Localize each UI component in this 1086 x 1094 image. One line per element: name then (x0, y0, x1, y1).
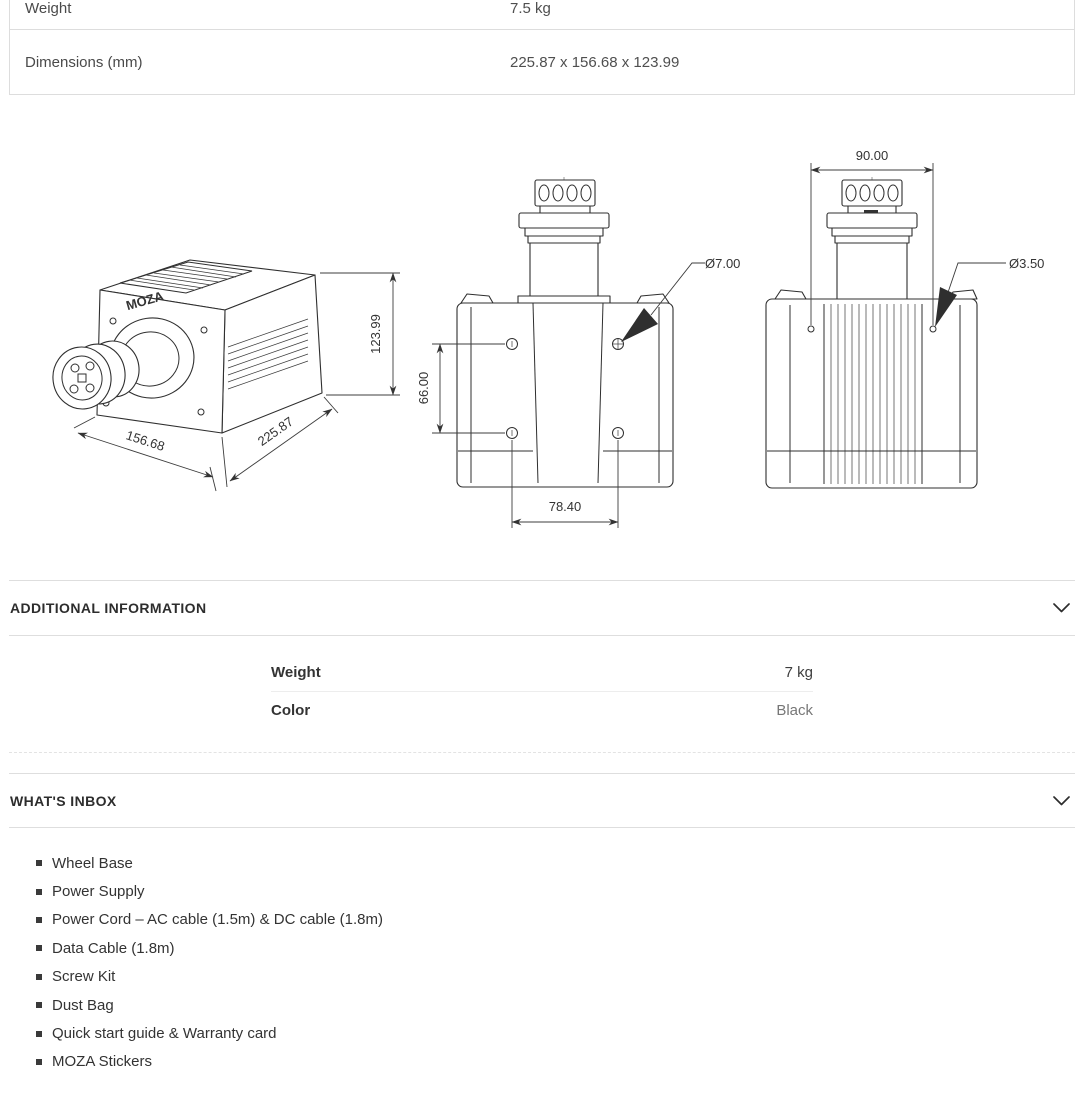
list-item-label: Quick start guide & Warranty card (52, 1025, 277, 1043)
dim-top-width: 90.00 (856, 148, 889, 163)
iso-view: MOZA 123.99 156.68 225.87 (52, 259, 400, 492)
bullet-square-icon (36, 916, 42, 923)
whats-inbox-accordion-header[interactable]: WHAT'S INBOX (9, 773, 1075, 828)
section-title: WHAT'S INBOX (10, 792, 117, 809)
additional-information-content: Weight 7 kg Color Black (9, 636, 1075, 753)
bullet-square-icon (36, 888, 42, 895)
spec-label: Weight (25, 0, 72, 17)
list-item: Power Supply (9, 877, 1075, 905)
list-item-label: Data Cable (1.8m) (52, 939, 175, 957)
technical-drawing: MOZA 123.99 156.68 225.87 (0, 115, 1086, 575)
info-label: Weight (271, 664, 321, 681)
list-item-label: Power Cord – AC cable (1.5m) & DC cable … (52, 911, 383, 929)
bullet-square-icon (36, 860, 42, 867)
rear-view: 90.00 Ø3.50 (765, 148, 1044, 489)
inbox-list: Wheel Base Power Supply Power Cord – AC … (9, 828, 1075, 1094)
info-row-weight: Weight 7 kg (271, 654, 813, 691)
section-title: ADDITIONAL INFORMATION (10, 600, 207, 616)
bullet-square-icon (36, 1002, 42, 1009)
spec-row-dimensions: Dimensions (mm) 225.87 x 156.68 x 123.99 (10, 30, 1074, 94)
spec-row-weight: Weight 7.5 kg (10, 0, 1074, 30)
wheelbase-dimension-drawing: MOZA 123.99 156.68 225.87 (52, 148, 1044, 528)
dim-hole-dia-rear: Ø3.50 (1009, 256, 1044, 271)
dim-height: 123.99 (368, 314, 383, 354)
dim-hole-spacing-v: 66.00 (416, 372, 431, 405)
info-label: Color (271, 701, 311, 719)
spec-table: Weight 7.5 kg Dimensions (mm) 225.87 x 1… (9, 0, 1075, 95)
front-view: 66.00 78.40 Ø7.00 (416, 177, 740, 528)
chevron-down-icon (1053, 795, 1070, 805)
bullet-square-icon (36, 945, 42, 952)
additional-info-table: Weight 7 kg Color Black (271, 654, 813, 728)
section-whats-inbox: WHAT'S INBOX Wheel Base Power Supply Pow… (9, 773, 1075, 1094)
info-value: Black (776, 701, 813, 719)
dim-hole-dia-front: Ø7.00 (705, 256, 740, 271)
spec-label: Dimensions (mm) (25, 53, 143, 71)
info-row-color: Color Black (271, 691, 813, 728)
info-value: 7 kg (784, 664, 813, 681)
list-item: MOZA Stickers (9, 1048, 1075, 1076)
list-item: Dust Bag (9, 991, 1075, 1019)
bullet-square-icon (36, 973, 42, 980)
section-additional-information: ADDITIONAL INFORMATION Weight 7 kg Color… (9, 580, 1075, 753)
list-item-label: MOZA Stickers (52, 1053, 153, 1071)
list-item-label: Screw Kit (52, 968, 116, 986)
dim-hole-spacing-h: 78.40 (549, 499, 582, 514)
list-item-label: Wheel Base (52, 854, 133, 872)
dim-width: 225.87 (255, 414, 296, 449)
list-item: Wheel Base (9, 849, 1075, 877)
additional-information-accordion-header[interactable]: ADDITIONAL INFORMATION (9, 580, 1075, 636)
list-item: Screw Kit (9, 963, 1075, 991)
spec-value: 7.5 kg (510, 0, 551, 17)
bullet-square-icon (36, 1030, 42, 1037)
list-item: Power Cord – AC cable (1.5m) & DC cable … (9, 906, 1075, 934)
chevron-down-icon (1053, 603, 1070, 613)
spec-value: 225.87 x 156.68 x 123.99 (510, 53, 680, 71)
list-item: Quick start guide & Warranty card (9, 1019, 1075, 1047)
list-item: Data Cable (1.8m) (9, 934, 1075, 962)
list-item-label: Dust Bag (52, 996, 114, 1014)
list-item-label: Power Supply (52, 883, 145, 901)
bullet-square-icon (36, 1058, 42, 1065)
